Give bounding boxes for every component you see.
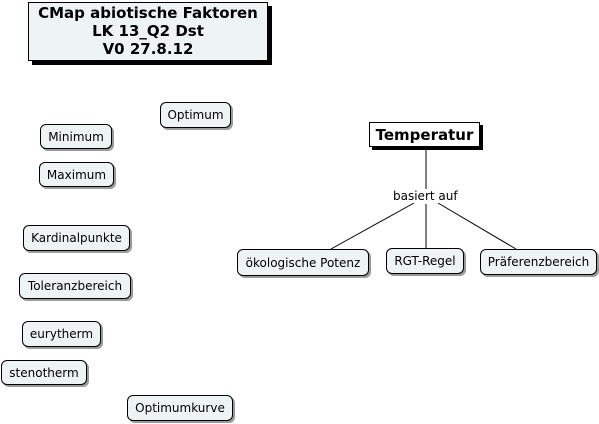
concept-optimumkurve[interactable]: Optimumkurve <box>127 395 233 421</box>
concept-minimum[interactable]: Minimum <box>40 124 112 149</box>
concept-stenotherm[interactable]: stenotherm <box>1 360 87 385</box>
concept-maximum[interactable]: Maximum <box>39 162 114 187</box>
line-link-to-praeferenzbereich <box>437 202 517 250</box>
concept-temperatur[interactable]: Temperatur <box>369 122 480 147</box>
map-title-line-1: CMap abiotische Faktoren <box>38 4 258 22</box>
link-label-basiert-auf[interactable]: basiert auf <box>391 189 460 203</box>
map-title-box[interactable]: CMap abiotische Faktoren LK 13_Q2 Dst V0… <box>28 2 268 61</box>
concept-oekologische-potenz[interactable]: ökologische Potenz <box>237 249 369 276</box>
concept-optimum[interactable]: Optimum <box>160 102 231 128</box>
map-title-line-2: LK 13_Q2 Dst <box>92 22 204 40</box>
concept-eurytherm[interactable]: eurytherm <box>22 321 101 347</box>
map-title-line-3: V0 27.8.12 <box>102 40 194 58</box>
concept-kardinalpunkte[interactable]: Kardinalpunkte <box>23 225 130 251</box>
line-link-to-oekologische-potenz <box>330 202 415 250</box>
concept-toleranzbereich[interactable]: Toleranzbereich <box>19 273 131 299</box>
concept-rgt-regel[interactable]: RGT-Regel <box>386 248 464 274</box>
concept-praeferenzbereich[interactable]: Präferenzbereich <box>480 249 597 275</box>
